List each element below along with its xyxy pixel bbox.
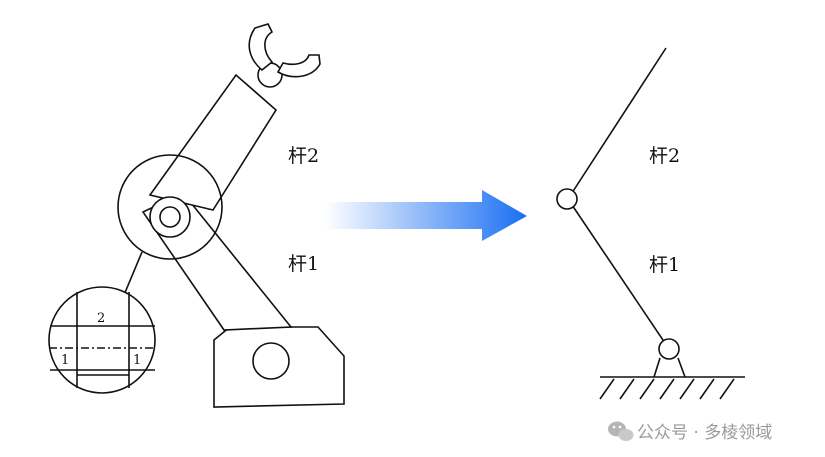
elbow-joint-pin	[159, 206, 181, 228]
link2-body	[148, 73, 278, 211]
joint-detail-view: 2 1 1	[48, 286, 156, 394]
link1-bar	[567, 198, 670, 350]
detail-label-1-left: 1	[61, 353, 69, 368]
transform-arrow	[325, 190, 527, 241]
ground-hatching	[599, 378, 735, 400]
base-revolute-joint	[658, 338, 680, 360]
robot-arm-sketch: 2 1 1 杆2 杆1	[48, 23, 345, 408]
right-label-link1: 杆1	[649, 254, 680, 276]
magnifier-circle	[117, 154, 223, 260]
right-label-link2: 杆2	[649, 145, 680, 167]
watermark: 公众号 · 多棱领域	[608, 421, 772, 443]
gripper-claw-right	[276, 54, 321, 78]
detail-label-1-right: 1	[133, 353, 141, 368]
link2-bar	[567, 47, 667, 200]
left-label-link2: 杆2	[288, 145, 319, 167]
watermark-text: 公众号 · 多棱领域	[637, 423, 772, 443]
gripper-claw-left	[248, 23, 274, 72]
wechat-icon	[608, 421, 634, 441]
magnifier-connector	[123, 251, 143, 296]
detail-label-2: 2	[97, 311, 105, 326]
ground-support	[653, 357, 686, 378]
base-joint	[252, 342, 290, 380]
left-label-link1: 杆1	[288, 253, 319, 275]
elbow-revolute-joint	[556, 188, 578, 210]
kinematic-diagram: 杆2 杆1	[556, 47, 745, 400]
